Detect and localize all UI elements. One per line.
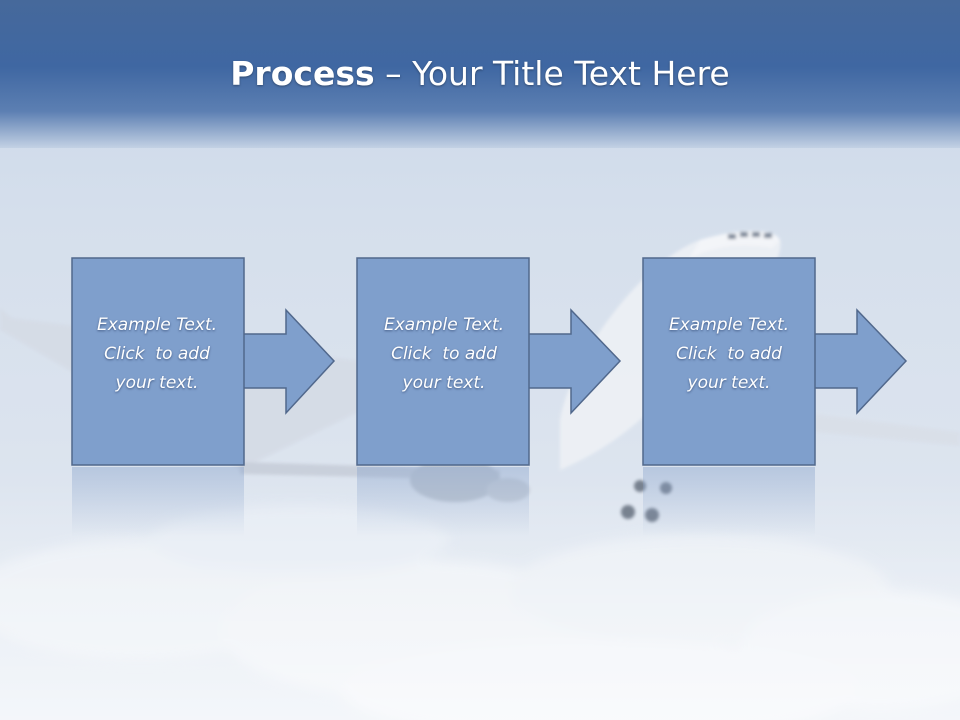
step-2-line-3: your text. bbox=[402, 373, 486, 393]
step-1-line-3: your text. bbox=[115, 373, 199, 393]
title-rest-part: – Your Title Text Here bbox=[374, 54, 730, 93]
step-1-line-1: Example Text. bbox=[96, 315, 218, 335]
step-1-text[interactable]: Example Text. Click to add your text. bbox=[70, 311, 244, 398]
process-step-1[interactable] bbox=[71, 257, 336, 466]
diagram-reflection bbox=[72, 467, 815, 537]
step-3-text[interactable]: Example Text. Click to add your text. bbox=[642, 311, 816, 398]
title-band bbox=[0, 0, 960, 148]
process-diagram bbox=[71, 257, 908, 537]
step-1-line-2: Click to add bbox=[104, 344, 210, 364]
step-1-box bbox=[71, 257, 245, 466]
step-3-line-1: Example Text. bbox=[668, 315, 790, 335]
step-1-arrow bbox=[239, 308, 336, 415]
step-3-line-3: your text. bbox=[687, 373, 771, 393]
step-2-line-2: Click to add bbox=[391, 344, 497, 364]
step-3-line-2: Click to add bbox=[676, 344, 782, 364]
process-step-3[interactable] bbox=[642, 257, 908, 466]
step-3-box bbox=[642, 257, 816, 466]
step-2-box bbox=[356, 257, 530, 466]
step-2-text[interactable]: Example Text. Click to add your text. bbox=[357, 311, 531, 398]
title-bold-part: Process bbox=[230, 54, 375, 93]
step-3-arrow bbox=[811, 308, 908, 415]
step-2-line-1: Example Text. bbox=[383, 315, 505, 335]
step-2-arrow bbox=[525, 308, 622, 415]
slide-title[interactable]: Process – Your Title Text Here bbox=[0, 54, 960, 93]
process-step-2[interactable] bbox=[356, 257, 622, 466]
